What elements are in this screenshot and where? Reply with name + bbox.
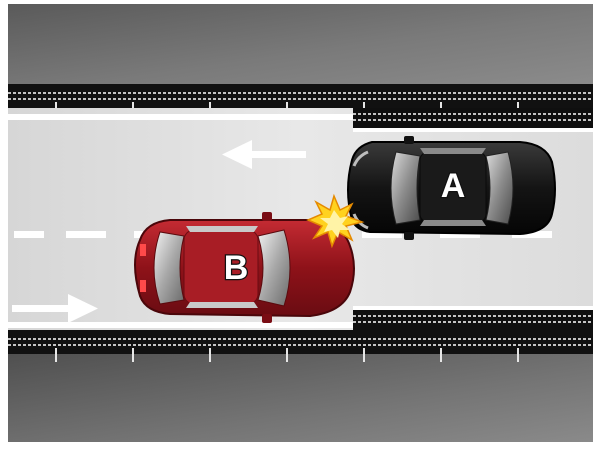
car-a: A [348,136,555,240]
upper-right-barrier [353,108,593,132]
bottom-edge-line [8,322,353,328]
car-b-label: B [224,249,249,287]
top-shoulder [8,4,593,88]
lower-right-barrier [353,306,593,330]
bottom-shoulder [8,352,593,442]
top-edge-line [8,114,353,120]
car-a-label: A [441,167,466,205]
